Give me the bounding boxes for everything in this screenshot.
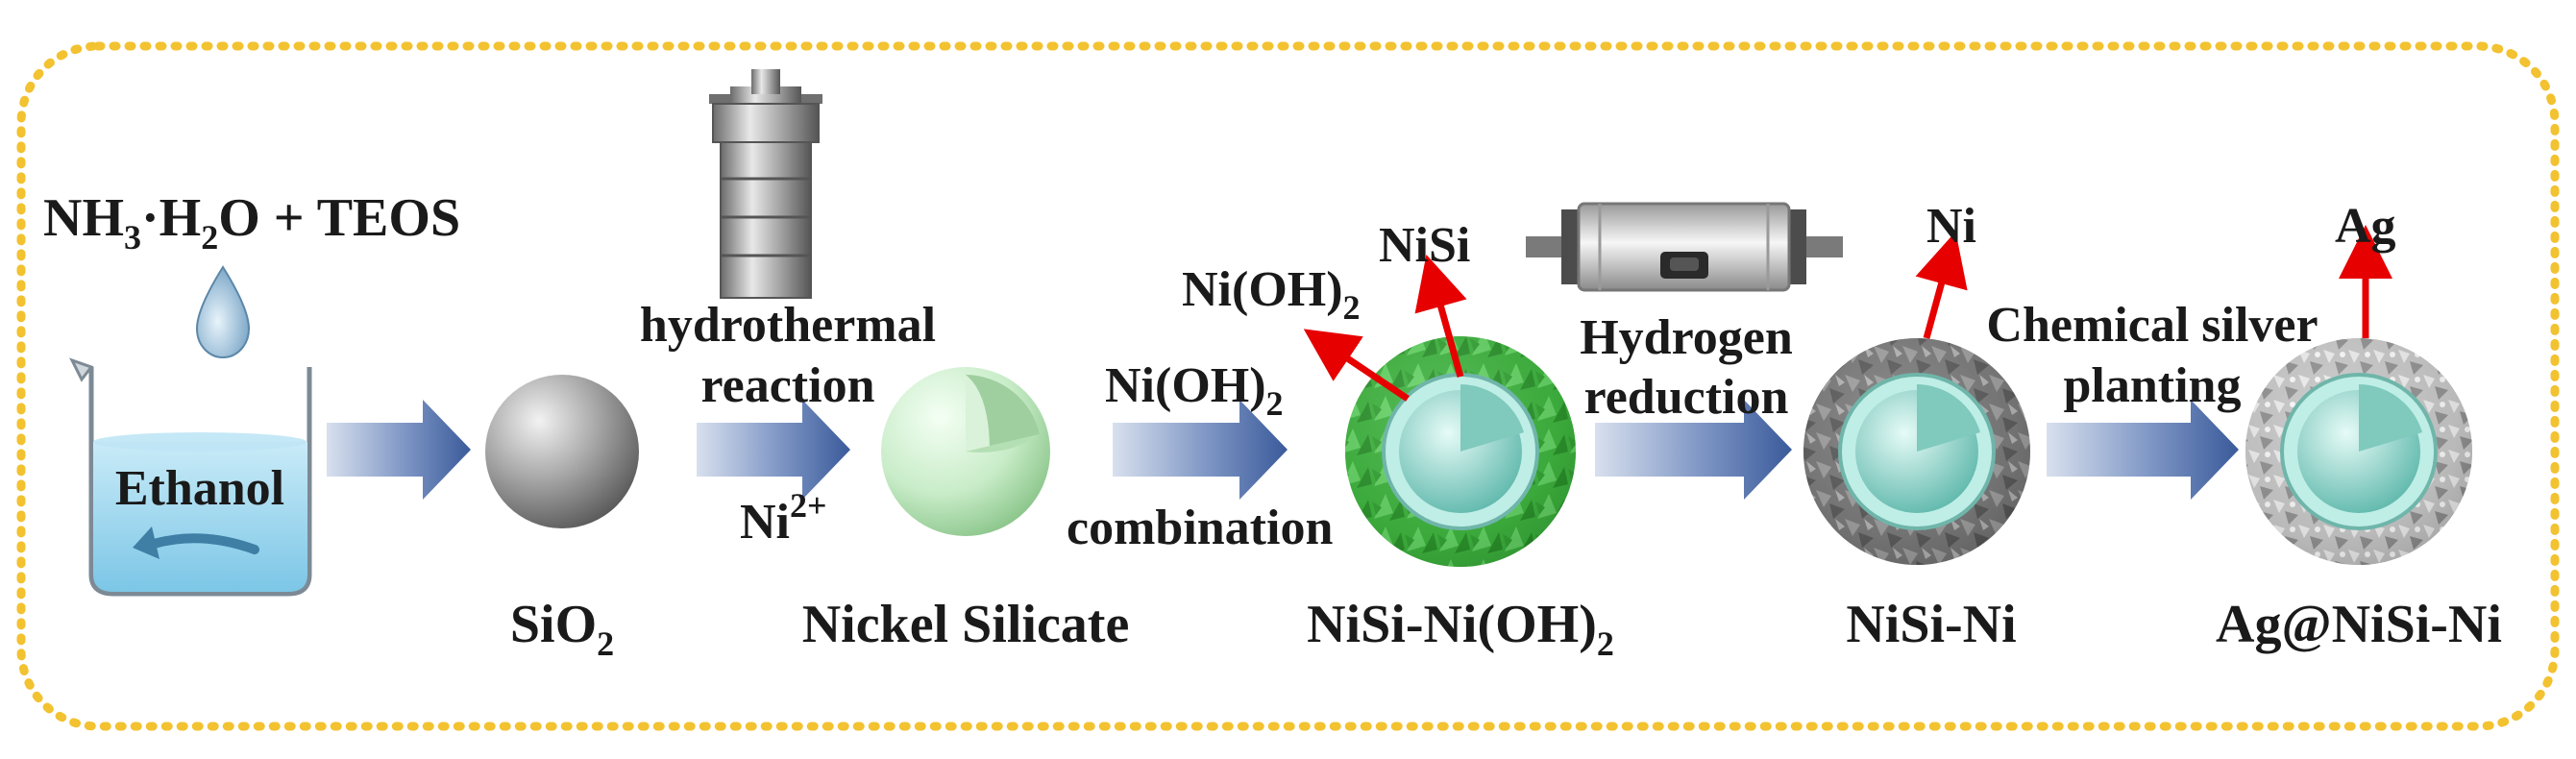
- tube-furnace-icon: [1526, 202, 1843, 292]
- flow-arrow-3: [1113, 400, 1288, 500]
- step1-label-line2: reaction: [701, 358, 875, 413]
- sio2-label: SiO2: [510, 595, 614, 663]
- callout-ni-label: Ni: [1926, 199, 1976, 254]
- step1-label-below: Ni2+: [740, 486, 827, 550]
- flow-arrow-4: [1595, 400, 1792, 500]
- nickel-silicate-label: Nickel Silicate: [802, 595, 1130, 654]
- step4-label-line1: Chemical silver: [1986, 298, 2318, 353]
- nisi-nioh2-particle: [1345, 336, 1576, 567]
- callout-arrow-nioh2: [1303, 329, 1410, 402]
- flow-arrow-5: [2047, 400, 2239, 500]
- beaker-label: Ethanol: [115, 461, 284, 516]
- flow-arrow-1: [327, 400, 471, 500]
- nisi-ni-particle: [1803, 338, 2030, 565]
- beaker-icon: [69, 357, 312, 597]
- autoclave-icon: [709, 69, 822, 299]
- reagents-label: NH3·H2O + TEOS: [43, 188, 460, 257]
- droplet-icon: [195, 265, 251, 359]
- step1-label-line1: hydrothermal: [640, 298, 936, 353]
- dotted-frame: [16, 41, 2560, 731]
- stir-arrow-icon: [133, 526, 259, 559]
- step2-label-below: combination: [1067, 501, 1333, 555]
- sio2-sphere: [485, 375, 639, 528]
- callout-arrow-ni: [1915, 231, 1968, 339]
- step3-label-line1: Hydrogen: [1580, 310, 1793, 365]
- nisi-ni-label: NiSi-Ni: [1846, 595, 2016, 654]
- step3-label-line2: reduction: [1584, 370, 1789, 425]
- ag-nisi-ni-label: Ag@NiSi-Ni: [2216, 595, 2502, 654]
- callout-ag-label: Ag: [2335, 199, 2396, 254]
- callout-arrow-nisi: [1414, 255, 1467, 378]
- step2-label-above: Ni(OH)2: [1105, 358, 1284, 423]
- callout-nisi-label: NiSi: [1379, 218, 1470, 273]
- callout-nioh2-label: Ni(OH)2: [1182, 262, 1361, 327]
- nickel-silicate-sphere: [881, 367, 1050, 536]
- nisi-nioh2-label: NiSi-Ni(OH)2: [1307, 595, 1614, 663]
- ag-nisi-ni-particle: [2245, 338, 2472, 565]
- flow-arrow-2: [697, 400, 850, 500]
- step4-label-line2: planting: [2064, 358, 2242, 413]
